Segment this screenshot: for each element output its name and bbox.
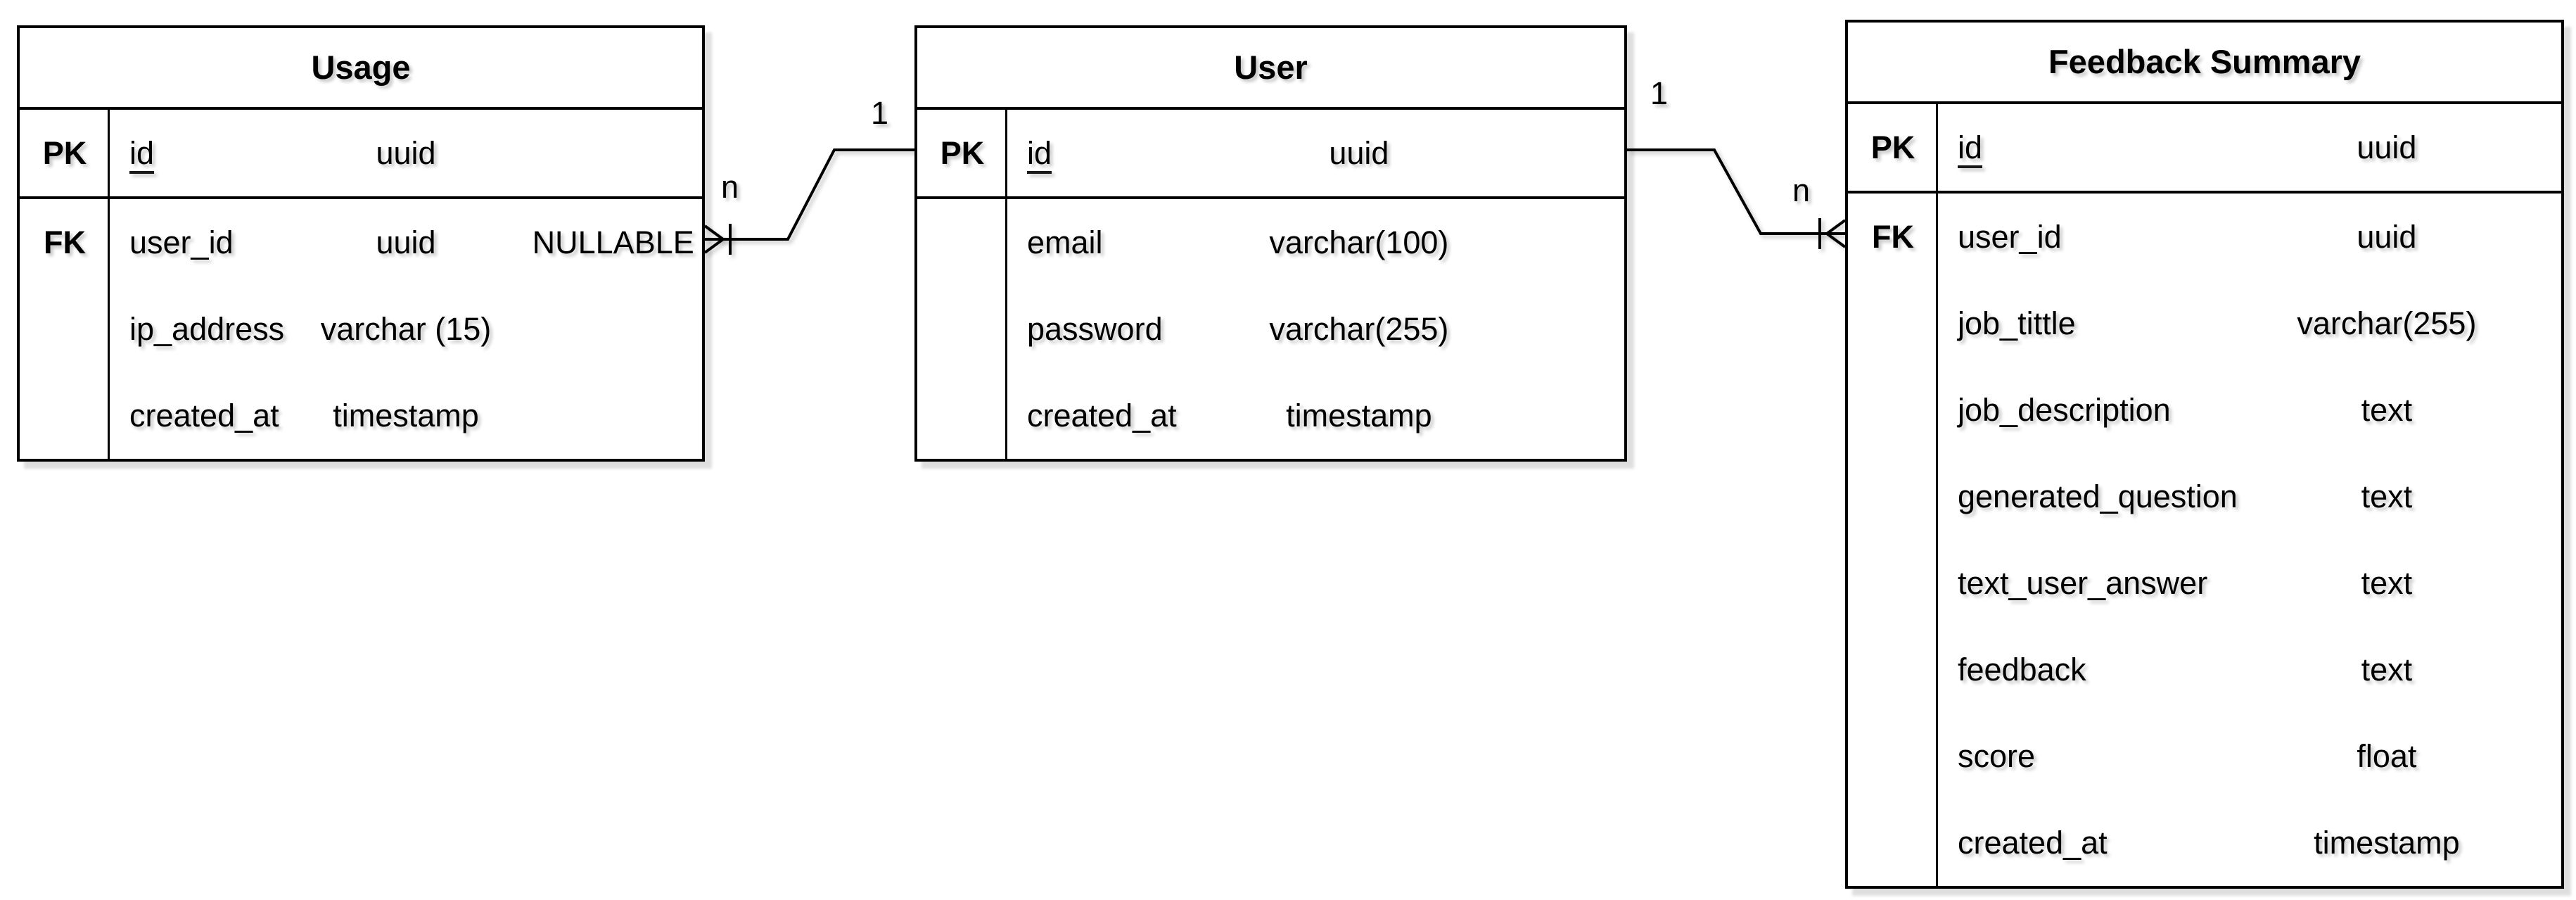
field-name: user_id [129, 224, 234, 260]
table-row: password varchar(255) [917, 286, 1624, 372]
field-type: text [2361, 652, 2413, 687]
field-name: score [1958, 738, 2036, 774]
key-label: FK [1872, 219, 1914, 255]
field-type: varchar(255) [1269, 311, 1449, 347]
table-row: score float [1848, 713, 2561, 799]
key-column-divider [1936, 101, 1938, 886]
entity-usage: Usage PK id uuid FK user_id uuid NULLABL… [17, 25, 705, 462]
crowfoot-many-icon [703, 224, 725, 254]
field-name: id [129, 135, 155, 171]
relationship-user-feedback [1627, 148, 1847, 249]
key-label: PK [1870, 129, 1915, 165]
field-type: timestamp [2314, 825, 2460, 861]
key-label [917, 372, 1007, 459]
key-label [1848, 280, 1938, 367]
field-nullable [524, 286, 702, 372]
key-label [20, 286, 110, 372]
entity-title: Usage [20, 28, 702, 110]
field-type: text [2361, 565, 2413, 601]
cardinality-label-one: 1 [871, 95, 889, 131]
field-type: uuid [2357, 219, 2417, 255]
field-type: varchar(100) [1269, 224, 1449, 260]
key-label: FK [44, 224, 86, 260]
key-label [1848, 540, 1938, 626]
table-row: job_tittle varchar(255) [1848, 280, 2561, 367]
field-type: varchar (15) [320, 311, 492, 347]
table-row: PK id uuid [20, 110, 702, 199]
field-type: timestamp [333, 398, 479, 433]
table-row: created_at timestamp [917, 372, 1624, 459]
relationship-line [1627, 148, 1845, 235]
key-label [1848, 799, 1938, 886]
table-row: feedback text [1848, 626, 2561, 713]
entity-feedback-summary: Feedback Summary PK id uuid FK user_id u… [1845, 20, 2564, 889]
field-nullable [524, 372, 702, 459]
key-column-divider [108, 107, 110, 459]
field-type: timestamp [1286, 398, 1432, 433]
key-label [917, 199, 1007, 286]
field-name: text_user_answer [1958, 565, 2208, 601]
field-name: feedback [1958, 652, 2086, 687]
table-row: PK id uuid [917, 110, 1624, 199]
field-name: id [1958, 129, 1983, 165]
key-label [1848, 626, 1938, 713]
field-name: password [1027, 311, 1163, 347]
field-type: varchar(255) [2297, 305, 2477, 341]
table-row: ip_address varchar (15) [20, 286, 702, 372]
entity-user: User PK id uuid email varchar(100) passw… [914, 25, 1627, 462]
field-type: uuid [2357, 129, 2417, 165]
key-column-divider [1005, 107, 1007, 459]
field-name: created_at [1958, 825, 2108, 861]
field-name: job_tittle [1958, 305, 2076, 341]
field-type: text [2361, 478, 2413, 514]
entity-title: User [917, 28, 1624, 110]
field-name: job_description [1958, 392, 2171, 428]
field-type: uuid [376, 224, 436, 260]
field-name: email [1027, 224, 1103, 260]
key-label [20, 372, 110, 459]
table-row: FK user_id uuid [1848, 194, 2561, 280]
field-name: created_at [129, 398, 279, 433]
field-nullable [524, 110, 702, 196]
cardinality-label-one: 1 [1650, 75, 1669, 111]
key-label: PK [940, 135, 985, 171]
field-name: created_at [1027, 398, 1177, 433]
field-nullable: NULLABLE [532, 224, 694, 260]
table-row: text_user_answer text [1848, 540, 2561, 626]
field-name: id [1027, 135, 1052, 171]
field-name: ip_address [129, 311, 285, 347]
key-label [917, 286, 1007, 372]
table-row: FK user_id uuid NULLABLE [20, 199, 702, 286]
key-label [1848, 367, 1938, 453]
cardinality-label-many: n [721, 169, 739, 205]
entity-title: Feedback Summary [1848, 23, 2561, 104]
cardinality-label-many: n [1792, 172, 1811, 208]
field-type: uuid [376, 135, 436, 171]
table-row: PK id uuid [1848, 104, 2561, 194]
field-name: generated_question [1958, 478, 2238, 514]
crowfoot-many-icon [1825, 219, 1847, 248]
table-row: job_description text [1848, 367, 2561, 453]
field-type: float [2357, 738, 2417, 774]
key-label: PK [42, 135, 87, 171]
table-row: created_at timestamp [1848, 799, 2561, 886]
table-row: email varchar(100) [917, 199, 1624, 286]
field-type: text [2361, 392, 2413, 428]
field-type: uuid [1329, 135, 1389, 171]
field-name: user_id [1958, 219, 2062, 255]
table-row: created_at timestamp [20, 372, 702, 459]
key-label [1848, 453, 1938, 540]
key-label [1848, 713, 1938, 799]
table-row: generated_question text [1848, 453, 2561, 540]
